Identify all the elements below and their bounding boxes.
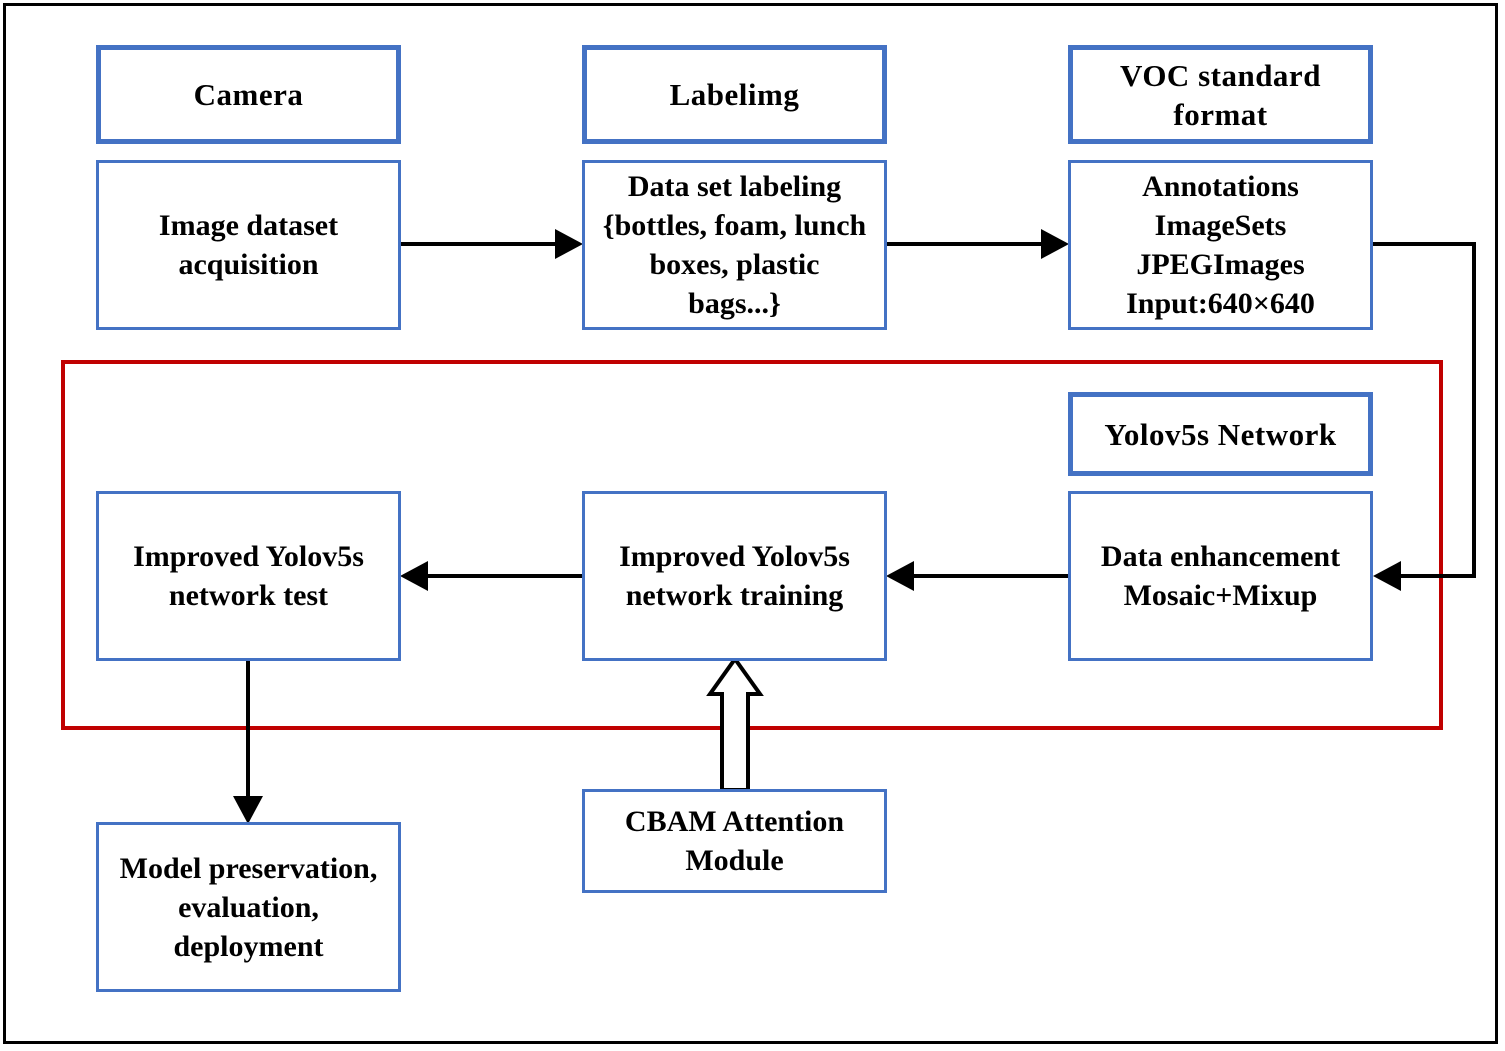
voc-format-box-line-1: VOC standard [1120, 57, 1321, 93]
yolov5s-network-box: Yolov5s Network [1068, 392, 1373, 476]
improved-yolov5s-network-training-box: Improved Yolov5s network training [582, 491, 887, 661]
improved-yolov5s-network-training-box-line-2: network training [625, 579, 844, 612]
annotations-box-line-1: Annotations [1142, 170, 1299, 203]
model-preservation-box-line-2: evaluation, [178, 890, 319, 924]
improved-yolov5s-network-training-box-line-1: Improved Yolov5s [619, 540, 850, 573]
improved-yolov5s-network-test-box-line-2: network test [168, 579, 329, 612]
data-set-labeling-box: Data set labeling {bottles, foam, lunch bo… [582, 160, 887, 330]
arrow-enhancement-to-training [886, 561, 1069, 591]
labelimg-box: Labelimg [582, 45, 887, 144]
data-enhancement-box-line-1: Data enhancement [1100, 540, 1341, 573]
arrow-acquisition-to-labeling [399, 229, 583, 259]
cbam-attention-module-box-line-2: Module [685, 844, 784, 877]
outer-frame [3, 3, 1498, 1044]
yolov5s-network-box-line-1: Yolov5s Network [1104, 416, 1337, 452]
data-set-labeling-box-line-4: bags...} [688, 287, 781, 320]
annotations-box-line-3: JPEGImages [1136, 248, 1305, 281]
model-preservation-box-line-1: Model preservation, [119, 851, 378, 885]
improved-yolov5s-network-test-box: Improved Yolov5s network test [96, 491, 401, 661]
annotations-box-line-4: Input:640×640 [1126, 287, 1315, 320]
data-set-labeling-box-line-2: {bottles, foam, lunch [602, 209, 867, 242]
image-dataset-acquisition-box-line-2: acquisition [178, 248, 319, 281]
labelimg-box-line-1: Labelimg [669, 77, 800, 112]
network-group-border [61, 360, 1443, 730]
data-set-labeling-box-line-3: boxes, plastic [649, 248, 820, 281]
camera-box: Camera [96, 45, 401, 144]
arrow-annotations-to-enhancement [1372, 242, 1476, 591]
block-arrow-cbam-to-training [706, 655, 764, 792]
arrow-training-to-test [400, 561, 583, 591]
image-dataset-acquisition-box-line-1: Image dataset [158, 209, 339, 242]
image-dataset-acquisition-box: Image dataset acquisition [96, 160, 401, 330]
data-set-labeling-box-line-1: Data set labeling [627, 170, 842, 203]
arrow-test-to-preservation [233, 660, 263, 824]
camera-box-line-1: Camera [193, 77, 304, 112]
data-enhancement-box-line-2: Mosaic+Mixup [1123, 579, 1318, 612]
voc-format-box-line-2: format [1173, 96, 1268, 132]
improved-yolov5s-network-test-box-line-1: Improved Yolov5s [133, 540, 364, 573]
model-preservation-box: Model preservation, evaluation, deployment [96, 822, 401, 992]
cbam-attention-module-box-line-1: CBAM Attention [624, 805, 845, 838]
arrow-labeling-to-annotations [886, 229, 1069, 259]
annotations-box-line-2: ImageSets [1154, 209, 1287, 242]
model-preservation-box-line-3: deployment [173, 929, 324, 963]
